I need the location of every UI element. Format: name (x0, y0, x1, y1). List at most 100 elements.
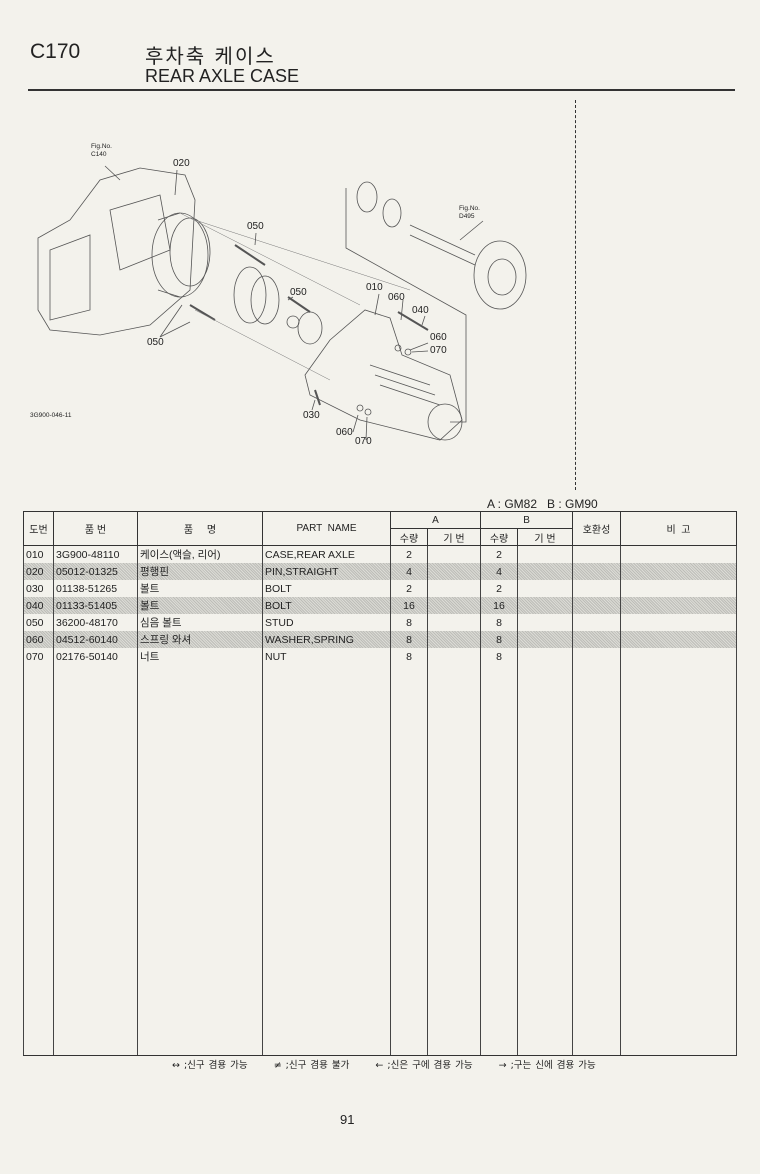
part-name-cell: BOLT (262, 580, 391, 597)
header-b-qty: 수량 (480, 528, 519, 546)
a-serial-cell (426, 597, 482, 614)
callout-070: 070 (355, 436, 372, 447)
callout-050: 050 (147, 337, 164, 348)
ref-cell: 010 (23, 545, 54, 563)
model-legend: A : GM82 B : GM90 (487, 497, 598, 511)
title-english: REAR AXLE CASE (145, 66, 300, 86)
callout-050: 050 (247, 221, 264, 232)
empty-cell (390, 665, 428, 1056)
compat-cell (572, 631, 622, 648)
ref-cell: 060 (23, 631, 54, 648)
callout-040: 040 (412, 305, 429, 316)
header-name-ko: 품 명 (137, 511, 263, 546)
ref-cell: 020 (23, 563, 54, 580)
remarks-cell (620, 614, 738, 631)
a-serial-cell (426, 614, 482, 631)
compat-cell (572, 648, 622, 665)
name-ko-cell: 스프링 와셔 (137, 631, 263, 648)
part-no-cell: 36200-48170 (53, 614, 138, 631)
ref-cell: 050 (23, 614, 54, 631)
empty-cell (620, 665, 738, 1056)
header-ref: 도번 (23, 511, 54, 546)
empty-cell (426, 665, 482, 1056)
ref-cell: 040 (23, 597, 54, 614)
b-serial-cell (517, 648, 574, 665)
exploded-diagram: Fig.No. C140 Fig.No. D495 3G900-046-11 0… (30, 140, 550, 460)
table-empty-space (23, 665, 738, 1056)
drawing-number: 3G900-046-11 (30, 412, 72, 419)
fig-ref-c140: Fig.No. C140 (91, 143, 112, 158)
header-part-name: PART NAME (262, 511, 391, 546)
part-no-cell: 04512-60140 (53, 631, 138, 648)
parts-table: 도번 품 번 품 명 PART NAME A B 호환성 비 고 수량 기 번 … (23, 511, 738, 1056)
b-qty-cell: 8 (480, 614, 519, 631)
a-serial-cell (426, 545, 482, 563)
a-qty-cell: 2 (390, 545, 428, 563)
fig-ref-d495: Fig.No. D495 (459, 205, 480, 220)
callout-060: 060 (388, 292, 405, 303)
a-qty-cell: 2 (390, 580, 428, 597)
part-name-cell: NUT (262, 648, 391, 665)
section-code: C170 (30, 40, 81, 63)
header-b-serial: 기 번 (517, 528, 574, 546)
b-serial-cell (517, 545, 574, 563)
callout-060: 060 (336, 427, 353, 438)
name-ko-cell: 볼트 (137, 597, 263, 614)
name-ko-cell: 볼트 (137, 580, 263, 597)
compat-cell (572, 545, 622, 563)
header-model-b: B (480, 511, 574, 529)
remarks-cell (620, 597, 738, 614)
ref-cell: 070 (23, 648, 54, 665)
empty-cell (53, 665, 138, 1056)
empty-cell (480, 665, 519, 1056)
b-qty-cell: 16 (480, 597, 519, 614)
header-part-no: 품 번 (53, 511, 138, 546)
b-qty-cell: 8 (480, 631, 519, 648)
a-qty-cell: 8 (390, 648, 428, 665)
compatibility-legend: ↔ ;신구 겸용 가능 ≠ ;신구 겸용 불가 ← ;신은 구에 겸용 가능 →… (172, 1057, 618, 1071)
b-qty-cell: 2 (480, 545, 519, 563)
remarks-cell (620, 580, 738, 597)
title-korean: 후차축 케이스 (145, 44, 276, 68)
a-serial-cell (426, 631, 482, 648)
part-name-cell: PIN,STRAIGHT (262, 563, 391, 580)
callout-050: 050 (290, 287, 307, 298)
axle-case-part (304, 309, 463, 441)
header-compat: 호환성 (572, 511, 622, 546)
header-rule (28, 89, 735, 91)
callout-060: 060 (430, 332, 447, 343)
b-serial-cell (517, 597, 574, 614)
empty-cell (137, 665, 263, 1056)
a-qty-cell: 8 (390, 614, 428, 631)
header-a-qty: 수량 (390, 528, 428, 546)
callout-020: 020 (173, 158, 190, 169)
remarks-cell (620, 545, 738, 563)
compat-cell (572, 614, 622, 631)
legend-item: → ;구는 신에 겸용 가능 (498, 1060, 596, 1071)
b-serial-cell (517, 563, 574, 580)
empty-cell (23, 665, 54, 1056)
remarks-cell (620, 648, 738, 665)
page-number: 91 (340, 1112, 355, 1127)
b-qty-cell: 2 (480, 580, 519, 597)
b-serial-cell (517, 631, 574, 648)
empty-cell (262, 665, 391, 1056)
a-qty-cell: 4 (390, 563, 428, 580)
a-serial-cell (426, 563, 482, 580)
a-qty-cell: 16 (390, 597, 428, 614)
part-name-cell: BOLT (262, 597, 391, 614)
legend-item: ← ;신은 구에 겸용 가능 (375, 1060, 473, 1071)
name-ko-cell: 너트 (137, 648, 263, 665)
header-a-serial: 기 번 (426, 528, 482, 546)
legend-item: ↔ ;신구 겸용 가능 (172, 1060, 248, 1071)
header-model-a: A (389, 511, 482, 529)
empty-cell (517, 665, 574, 1056)
compat-cell (572, 563, 622, 580)
b-qty-cell: 8 (480, 648, 519, 665)
part-no-cell: 3G900-48110 (53, 545, 138, 563)
